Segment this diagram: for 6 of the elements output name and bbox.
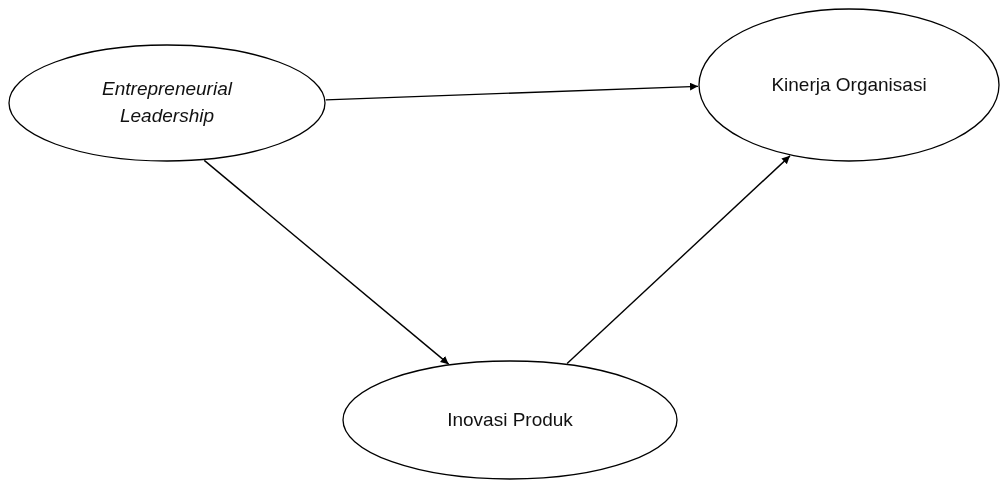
arrow xyxy=(203,159,450,365)
arrow xyxy=(325,82,699,101)
construct-label: Inovasi Produk xyxy=(447,407,573,432)
construct-label: Entrepreneurial Leadership xyxy=(101,77,234,128)
arrow xyxy=(566,155,791,365)
construct-label: Kinerja Organisasi xyxy=(771,72,927,97)
